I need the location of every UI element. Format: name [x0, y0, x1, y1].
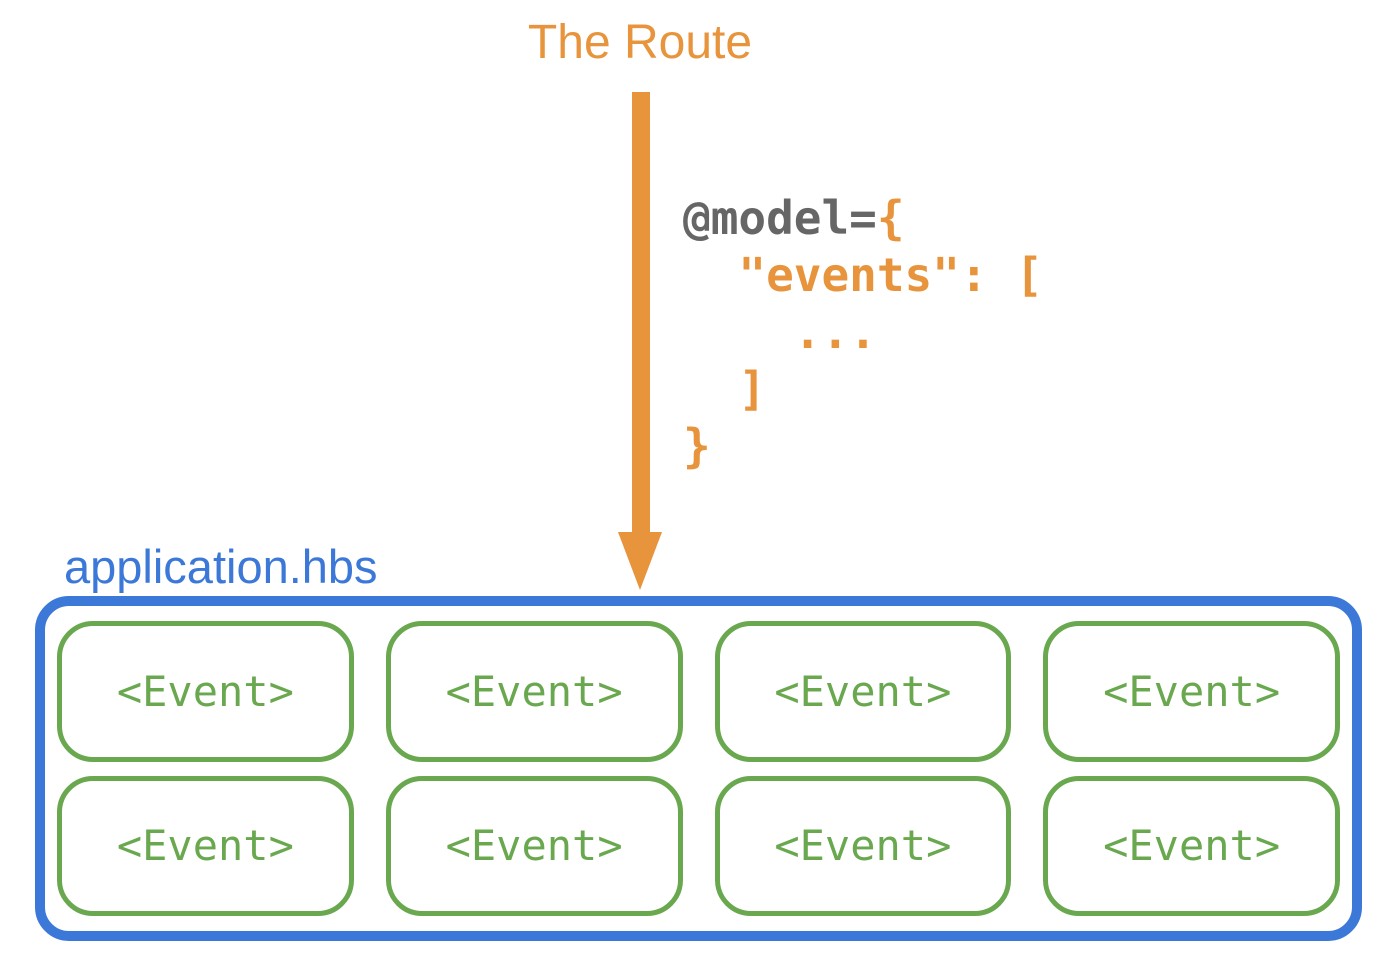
event-component-label: <Event>: [774, 821, 952, 871]
application-template-container: <Event> <Event> <Event> <Event> <Event> …: [35, 596, 1362, 941]
event-component-box: <Event>: [714, 621, 1012, 762]
code-keyword: @model=: [683, 191, 877, 245]
event-component-box: <Event>: [385, 621, 683, 762]
route-title: The Route: [527, 16, 753, 69]
event-component-label: <Event>: [1103, 666, 1281, 716]
event-component-label: <Event>: [116, 666, 294, 716]
event-component-label: <Event>: [116, 821, 294, 871]
event-component-box: <Event>: [1043, 621, 1340, 762]
arrow-down-icon: [618, 92, 662, 590]
event-component-box: <Event>: [1043, 775, 1340, 916]
event-component-label: <Event>: [445, 666, 623, 716]
code-line-model: @model={: [683, 190, 1043, 247]
event-component-box: <Event>: [57, 775, 354, 916]
code-line-events: "events": [: [683, 248, 1044, 302]
event-component-label: <Event>: [1103, 821, 1281, 871]
code-open-brace: {: [876, 191, 905, 245]
event-component-box: <Event>: [385, 775, 683, 916]
event-component-box: <Event>: [714, 775, 1012, 916]
code-line-close-brace: }: [683, 419, 711, 473]
code-line-ellipsis: ...: [683, 305, 877, 359]
template-filename-label: application.hbs: [64, 540, 378, 593]
model-code-block: @model={ "events": [ ... ] }: [683, 190, 1043, 475]
code-line-close-bracket: ]: [683, 362, 767, 416]
event-component-label: <Event>: [774, 666, 952, 716]
event-component-label: <Event>: [445, 821, 623, 871]
event-component-box: <Event>: [57, 621, 354, 762]
